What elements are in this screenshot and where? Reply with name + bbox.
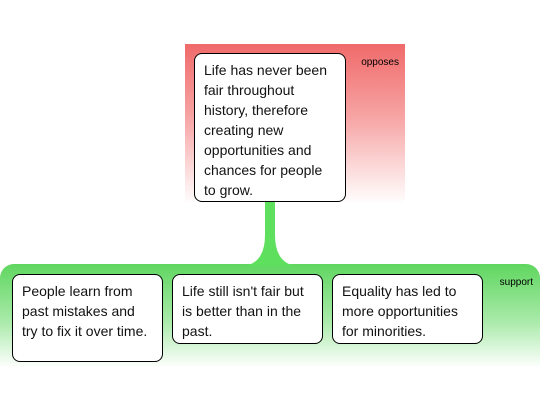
opposes-label: opposes — [361, 57, 399, 68]
claim-node[interactable]: Life has never been fair throughout hist… — [194, 53, 346, 202]
support-reason-node-3[interactable]: Equality has led to more opportunities f… — [332, 274, 483, 344]
support-reason-node-1[interactable]: People learn from past mistakes and try … — [12, 274, 163, 362]
support-reason-node-2[interactable]: Life still isn't fair but is better than… — [172, 274, 323, 344]
support-label: support — [499, 277, 533, 288]
connector-stem — [245, 200, 295, 266]
